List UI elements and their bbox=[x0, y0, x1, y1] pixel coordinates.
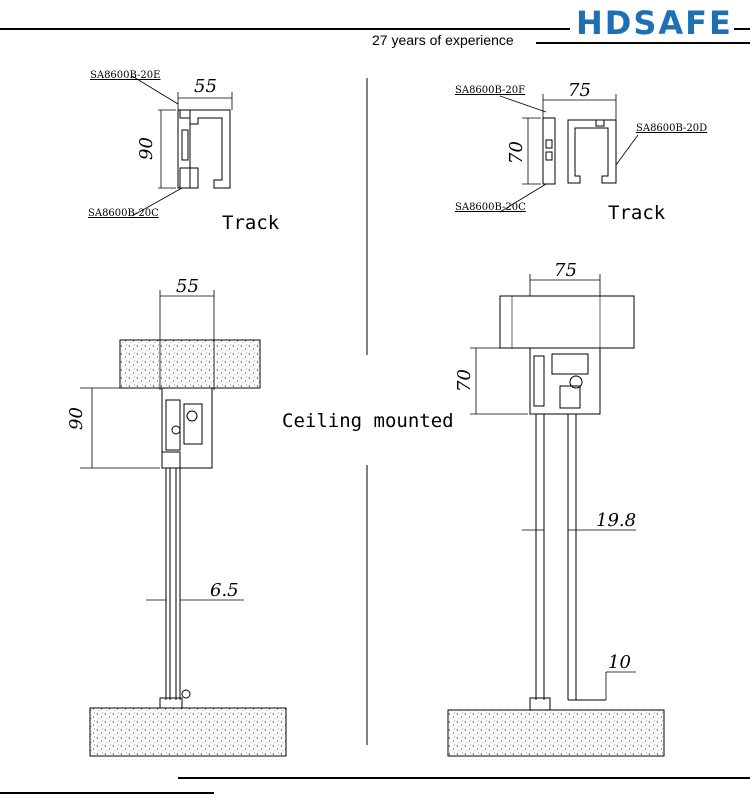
header-rule-right bbox=[734, 28, 750, 30]
right-install-floor-gap-label: 10 bbox=[608, 652, 631, 673]
right-install-height-label: 70 bbox=[454, 369, 475, 392]
ceiling-mounted-caption: Ceiling mounted bbox=[282, 410, 454, 432]
left-track-caption: Track bbox=[222, 212, 280, 234]
left-install-dimensions bbox=[80, 290, 244, 601]
left-install-gap-label: 6.5 bbox=[210, 580, 239, 601]
tagline: 27 years of experience bbox=[372, 32, 514, 48]
right-part-bottom-label: SA8600B-20C bbox=[455, 202, 526, 213]
left-profile-height-label: 90 bbox=[136, 137, 157, 160]
brand-logo: HDSAFE bbox=[576, 4, 733, 42]
left-install-track bbox=[161, 387, 213, 469]
right-track-caption: Track bbox=[608, 202, 666, 224]
left-ceiling-block bbox=[119, 339, 261, 389]
right-floor-block bbox=[447, 709, 665, 757]
right-install-gap-label: 19.8 bbox=[596, 510, 636, 531]
right-profile-height-label: 70 bbox=[506, 141, 527, 164]
right-install-dimensions bbox=[470, 274, 636, 700]
right-install-width-label: 75 bbox=[554, 260, 577, 281]
header-rule-bottom bbox=[536, 42, 750, 44]
right-ceiling-beam bbox=[499, 295, 635, 349]
footer-rule-short bbox=[0, 792, 214, 794]
left-profile-drawing bbox=[177, 109, 231, 189]
right-profile-width-label: 75 bbox=[568, 80, 591, 101]
right-install-doors bbox=[529, 414, 606, 711]
right-part-side-label: SA8600B-20D bbox=[636, 123, 708, 134]
right-profile-drawing bbox=[542, 117, 617, 185]
right-install-track bbox=[529, 347, 601, 415]
footer-rule-long bbox=[178, 777, 750, 779]
left-profile-dimensions bbox=[131, 75, 233, 217]
left-part-bottom-label: SA8600B-20C bbox=[88, 208, 159, 219]
header-rule-top bbox=[0, 28, 570, 30]
right-profile-dimensions bbox=[499, 94, 639, 213]
left-install-width-label: 55 bbox=[176, 276, 199, 297]
left-part-top-label: SA8600B-20E bbox=[90, 70, 161, 81]
left-floor-block bbox=[89, 707, 287, 757]
left-install-doors bbox=[159, 468, 191, 709]
left-profile-width-label: 55 bbox=[194, 76, 217, 97]
right-part-top-label: SA8600B-20F bbox=[455, 85, 526, 96]
left-install-height-label: 90 bbox=[66, 407, 87, 430]
